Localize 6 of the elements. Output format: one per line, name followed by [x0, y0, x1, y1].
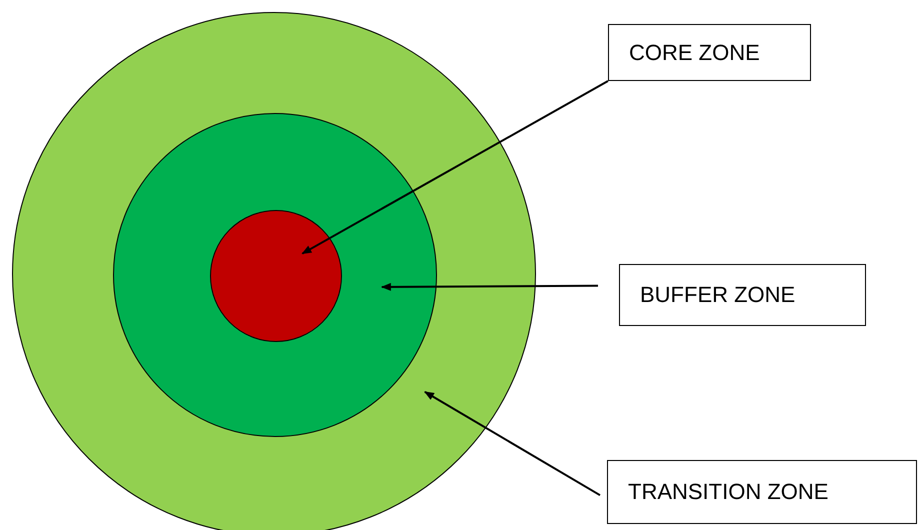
- label-box: TRANSITION ZONE: [607, 460, 917, 524]
- leader-arrow: [424, 391, 600, 496]
- leader-arrow: [380, 282, 598, 291]
- label-box: CORE ZONE: [608, 24, 811, 81]
- leader-arrow: [302, 80, 608, 254]
- label-box: BUFFER ZONE: [619, 264, 866, 326]
